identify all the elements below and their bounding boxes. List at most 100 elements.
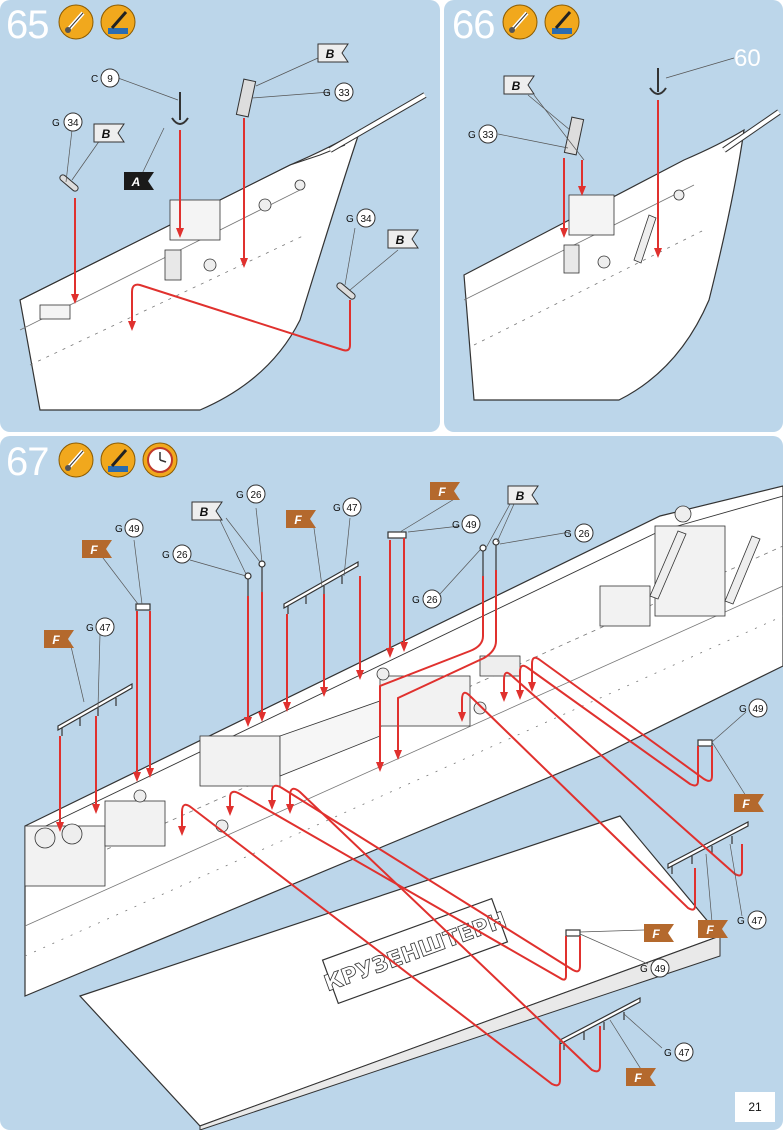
svg-text:G: G: [115, 524, 123, 535]
svg-text:G: G: [52, 118, 60, 129]
part-callout-g26: G 26: [564, 523, 594, 543]
paint-brush-icon: [58, 4, 94, 40]
svg-text:B: B: [516, 489, 525, 503]
step-66-diagram: [463, 57, 781, 401]
part-callout-g26: G 26: [236, 484, 266, 504]
part-callout-g47: G 47: [664, 1042, 694, 1062]
part-callout-g49: G 49: [115, 518, 144, 538]
svg-text:49: 49: [128, 524, 140, 535]
svg-text:B: B: [326, 47, 335, 61]
glue-brush-icon: [100, 442, 136, 478]
svg-text:47: 47: [751, 916, 763, 927]
cover-part-34b: [336, 282, 356, 300]
flag-f: F: [430, 482, 460, 500]
svg-text:F: F: [90, 543, 98, 557]
svg-text:G: G: [564, 529, 572, 540]
svg-text:47: 47: [678, 1048, 690, 1059]
svg-text:G: G: [452, 520, 460, 531]
svg-text:C: C: [91, 74, 98, 85]
ship-hull: [24, 485, 783, 997]
arrow-heads: [56, 642, 536, 836]
svg-text:G: G: [664, 1048, 672, 1059]
glue-brush-icon: [544, 4, 580, 40]
step-67-panel: 67 КРУЗЕНШТЕРН: [0, 436, 783, 1130]
part-callout-g49: G 49: [739, 698, 768, 718]
svg-text:33: 33: [338, 88, 350, 99]
svg-text:F: F: [706, 923, 714, 937]
svg-text:9: 9: [107, 74, 113, 85]
step-65-panel: 65: [0, 0, 440, 432]
step-65-diagram: [19, 57, 427, 411]
svg-text:G: G: [236, 490, 244, 501]
svg-text:49: 49: [752, 704, 764, 715]
step-number: 66: [452, 3, 495, 47]
svg-text:F: F: [294, 513, 302, 527]
step-66-panel: 66: [444, 0, 783, 432]
step-67-callouts: G 49 G 26 G 26 G 47 G 49 G 26: [44, 482, 768, 1086]
leader-lines: [69, 497, 747, 1075]
flag-b: B: [93, 123, 125, 143]
part-callout-g49: G 49: [640, 958, 670, 978]
clock-icon: [142, 442, 178, 478]
flag-f: F: [82, 540, 112, 558]
svg-text:F: F: [52, 633, 60, 647]
svg-text:47: 47: [346, 503, 358, 514]
flag-a: A: [124, 172, 154, 190]
part-callout-g47: G 47: [333, 497, 362, 517]
page-number: 21: [735, 1092, 775, 1122]
flag-f: F: [644, 924, 674, 942]
svg-text:G: G: [162, 550, 170, 561]
glue-brush-icon: [100, 4, 136, 40]
ladder-part-33: [235, 78, 257, 118]
svg-text:26: 26: [426, 595, 438, 606]
svg-text:B: B: [200, 505, 209, 519]
svg-text:A: A: [131, 175, 141, 189]
part-callout-c9: C 9: [91, 68, 120, 88]
flag-b: B: [317, 43, 349, 63]
paint-brush-icon: [58, 442, 94, 478]
flag-b: B: [507, 485, 539, 505]
flag-f: F: [698, 920, 728, 938]
part-callout-g34: G 34: [52, 112, 83, 132]
part-callout-g34b: G 34: [346, 208, 376, 228]
svg-text:49: 49: [465, 520, 477, 531]
flag-f: F: [44, 630, 74, 648]
svg-text:G: G: [737, 916, 745, 927]
svg-text:G: G: [468, 130, 476, 141]
svg-text:G: G: [323, 88, 331, 99]
svg-text:26: 26: [250, 490, 262, 501]
svg-text:F: F: [634, 1071, 642, 1085]
svg-text:33: 33: [482, 130, 494, 141]
svg-text:G: G: [346, 214, 354, 225]
svg-text:26: 26: [176, 550, 188, 561]
cover-part-34: [59, 174, 79, 192]
ladder-part-33: [563, 116, 585, 156]
svg-text:34: 34: [360, 214, 372, 225]
flag-b: B: [191, 501, 223, 521]
svg-text:F: F: [742, 797, 750, 811]
svg-text:34: 34: [67, 118, 79, 129]
svg-text:49: 49: [654, 964, 666, 975]
svg-text:B: B: [512, 79, 521, 93]
step-66-callouts: G 33 60 B: [468, 45, 761, 144]
flag-b: B: [387, 229, 419, 249]
anchor-part-60: [649, 68, 667, 95]
svg-text:G: G: [739, 704, 747, 715]
flag-f: F: [286, 510, 316, 528]
paint-brush-icon: [502, 4, 538, 40]
step-number: 67: [6, 440, 49, 484]
svg-text:F: F: [652, 927, 660, 941]
svg-text:G: G: [412, 595, 420, 606]
part-callout-g26: G 26: [412, 589, 442, 609]
svg-text:G: G: [640, 964, 648, 975]
flag-f: F: [734, 794, 764, 812]
part-callout-g47: G 47: [737, 910, 767, 930]
flag-f: F: [626, 1068, 656, 1086]
svg-text:B: B: [102, 127, 111, 141]
callout-60: 60: [734, 45, 761, 72]
step-67-diagram: КРУЗЕНШТЕРН: [24, 485, 783, 1130]
svg-text:G: G: [86, 623, 94, 634]
assembly-arrows: [59, 538, 743, 1087]
part-callout-g49: G 49: [452, 514, 481, 534]
svg-text:G: G: [333, 503, 341, 514]
